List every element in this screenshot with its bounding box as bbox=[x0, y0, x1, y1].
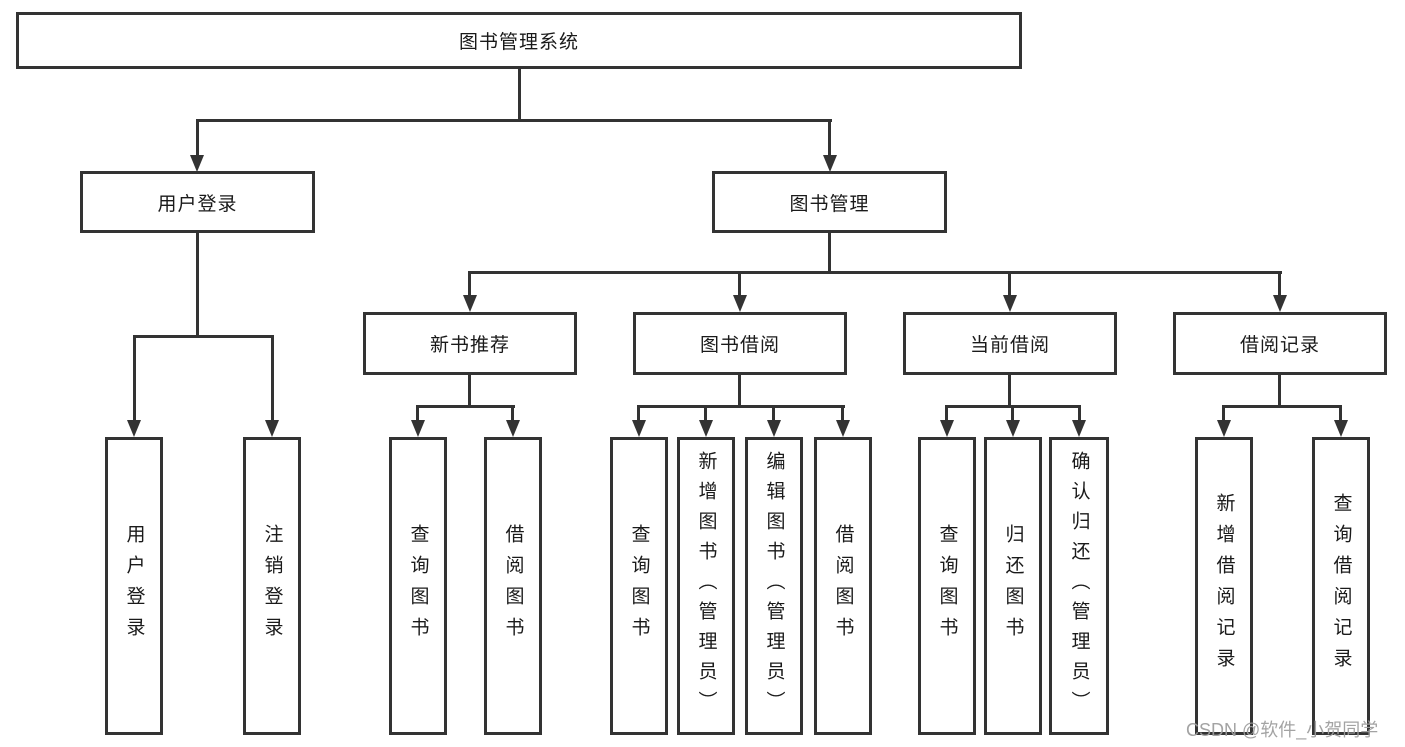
node-user-login: 用户登录 bbox=[80, 171, 315, 233]
node-borrowing-records: 借阅记录 bbox=[1173, 312, 1387, 375]
leaf-borrow-books-recommend: 借阅图书 bbox=[484, 437, 542, 735]
leaf-confirm-return-admin: 确认归还（管理员） bbox=[1049, 437, 1109, 735]
connector-stem bbox=[738, 373, 741, 407]
connector-drop bbox=[637, 405, 640, 423]
node-book-borrowing: 图书借阅 bbox=[633, 312, 847, 375]
connector-records-drop bbox=[1278, 271, 1281, 299]
leaf-edit-books-admin: 编辑图书（管理员） bbox=[745, 437, 803, 735]
connector-drop bbox=[1011, 405, 1014, 423]
arrowhead bbox=[1006, 420, 1020, 437]
connector-root-stem bbox=[518, 67, 521, 121]
node-current-borrowing: 当前借阅 bbox=[903, 312, 1117, 375]
connector-borrowing-drop bbox=[738, 271, 741, 299]
arrowhead bbox=[411, 420, 425, 437]
arrowhead bbox=[1334, 420, 1348, 437]
connector-drop bbox=[704, 405, 707, 423]
arrowhead bbox=[1217, 420, 1231, 437]
node-book-management-label: 图书管理 bbox=[789, 193, 870, 215]
arrowhead-borrowing bbox=[733, 295, 747, 312]
node-book-borrowing-label: 图书借阅 bbox=[699, 335, 780, 356]
node-book-management: 图书管理 bbox=[712, 171, 947, 233]
connector-drop bbox=[511, 405, 514, 423]
leaf-borrow-books: 借阅图书 bbox=[814, 437, 872, 735]
connector-level3-rail bbox=[468, 271, 1282, 274]
connector-drop bbox=[416, 405, 419, 423]
connector-new-book-drop bbox=[468, 271, 471, 299]
connector-drop bbox=[841, 405, 844, 423]
leaf-search-borrow-record: 查询借阅记录 bbox=[1312, 437, 1370, 735]
node-user-login-label: 用户登录 bbox=[157, 193, 238, 215]
connector-stem bbox=[468, 373, 471, 407]
node-current-borrowing-label: 当前借阅 bbox=[969, 335, 1050, 356]
arrowhead-records bbox=[1273, 295, 1287, 312]
arrowhead bbox=[940, 420, 954, 437]
arrowhead bbox=[506, 420, 520, 437]
leaf-add-borrow-record: 新增借阅记录 bbox=[1195, 437, 1253, 735]
connector-drop bbox=[772, 405, 775, 423]
arrowhead bbox=[699, 420, 713, 437]
connector-logout-drop bbox=[271, 335, 274, 423]
connector-stem bbox=[1278, 373, 1281, 407]
connector-rail bbox=[637, 405, 845, 408]
arrowhead-user-login bbox=[190, 155, 204, 172]
connector-rail bbox=[416, 405, 515, 408]
connector-user-login-drop bbox=[196, 119, 199, 157]
node-new-book-recommend-label: 新书推荐 bbox=[429, 335, 510, 356]
csdn-watermark: CSDN @软件_小贺同学 bbox=[1186, 720, 1379, 740]
leaf-search-books-current: 查询图书 bbox=[918, 437, 976, 735]
arrowhead bbox=[632, 420, 646, 437]
connector-book-mgmt-drop bbox=[828, 119, 831, 157]
arrowhead-current bbox=[1003, 295, 1017, 312]
node-library-system: 图书管理系统 bbox=[16, 12, 1022, 69]
leaf-add-books-admin: 新增图书（管理员） bbox=[677, 437, 735, 735]
arrowhead-logout bbox=[265, 420, 279, 437]
arrowhead-new-book bbox=[463, 295, 477, 312]
connector-current-drop bbox=[1008, 271, 1011, 299]
connector-book-mgmt-stem bbox=[828, 231, 831, 274]
arrowhead bbox=[1072, 420, 1086, 437]
leaf-logout: 注销登录 bbox=[243, 437, 301, 735]
connector-login-drop bbox=[133, 335, 136, 423]
connector-user-login-stem bbox=[196, 231, 199, 337]
connector-stem bbox=[1008, 373, 1011, 407]
arrowhead bbox=[767, 420, 781, 437]
leaf-user-login: 用户登录 bbox=[105, 437, 163, 735]
node-library-system-label: 图书管理系统 bbox=[458, 32, 579, 53]
leaf-return-books: 归还图书 bbox=[984, 437, 1042, 735]
node-borrowing-records-label: 借阅记录 bbox=[1239, 335, 1320, 356]
node-new-book-recommend: 新书推荐 bbox=[363, 312, 577, 375]
arrowhead-book-mgmt bbox=[823, 155, 837, 172]
connector-rail bbox=[1222, 405, 1342, 408]
leaf-search-books-recommend: 查询图书 bbox=[389, 437, 447, 735]
connector-level2-rail bbox=[196, 119, 832, 122]
arrowhead-login bbox=[127, 420, 141, 437]
connector-user-login-rail bbox=[133, 335, 274, 338]
connector-drop bbox=[1222, 405, 1225, 423]
connector-drop bbox=[1339, 405, 1342, 423]
leaf-search-books-borrowing: 查询图书 bbox=[610, 437, 668, 735]
connector-drop bbox=[1078, 405, 1081, 423]
connector-drop bbox=[945, 405, 948, 423]
arrowhead bbox=[836, 420, 850, 437]
